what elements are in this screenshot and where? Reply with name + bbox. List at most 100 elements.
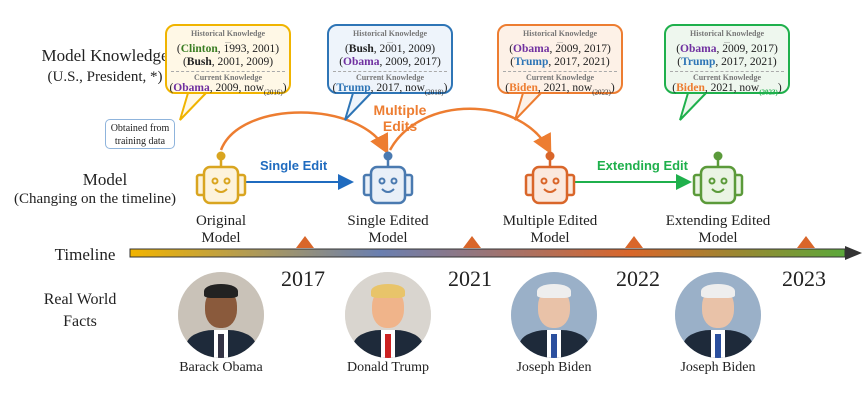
president-name-label: Joseph Biden [516, 360, 592, 375]
term: , 2017, 2021 [548, 56, 606, 68]
ellipsis: ... [225, 36, 231, 45]
model-label-line2: Model [368, 230, 408, 246]
historical-knowledge-heading: Historical Knowledge [690, 29, 764, 38]
robot-icon [524, 151, 576, 205]
historical-knowledge-heading: Historical Knowledge [353, 29, 427, 38]
year-label: 2023 [782, 266, 826, 291]
timeline-bar [129, 248, 846, 258]
president-name: Trump [514, 56, 549, 68]
term: , 2009, now [209, 82, 265, 94]
ellipsis: ... [724, 36, 730, 45]
multiple-edits-label-1: Multiple [373, 102, 427, 118]
knowledge-row: (Clinton, 1993, 2001) [176, 43, 280, 55]
label-timeline: Timeline [54, 245, 116, 264]
president-name-label: Joseph Biden [680, 360, 756, 375]
knowledge-row: (Obama, 2009, 2017) [509, 43, 611, 55]
term: , 2009, 2017 [379, 56, 437, 68]
president-photo [345, 272, 431, 358]
term: , 2009, 2017 [549, 43, 607, 55]
single-edit-label: Single Edit [260, 158, 328, 173]
current-row: (Trump, 2017, now(2018)) [332, 82, 448, 97]
knowledge-bubble: Historical Knowledge...(Obama, 2009, 201… [497, 24, 623, 97]
knowledge-row: (Bush, 2001, 2009) [344, 43, 436, 55]
date-subscript: (2016) [264, 88, 283, 97]
knowledge-row: (Trump, 2017, 2021) [677, 56, 777, 68]
president-name: Obama [173, 82, 210, 94]
model-label-line2: Model [698, 230, 738, 246]
knowledge-bubble: Historical Knowledge...(Clinton, 1993, 2… [165, 24, 291, 96]
president-name: Biden [509, 82, 538, 94]
knowledge-bubble: Historical Knowledge...(Obama, 2009, 201… [664, 24, 790, 96]
ellipsis: ... [557, 36, 563, 45]
timeline-marker-2022 [625, 236, 643, 248]
historical-knowledge-heading: Historical Knowledge [523, 29, 597, 38]
training-data-note: Obtained from training data [105, 119, 175, 149]
term: , 2017, now [370, 82, 425, 94]
president-name-label: Donald Trump [346, 360, 430, 375]
historical-knowledge-heading: Historical Knowledge [191, 29, 265, 38]
knowledge-row: (Obama, 2009, 2017) [676, 43, 778, 55]
label-model: Model [82, 170, 128, 189]
term: , 2001, 2009 [373, 43, 432, 55]
label-real-world: Real World [43, 291, 117, 308]
president-name: Trump [681, 56, 716, 68]
current-row: (Obama, 2009, now(2016)) [169, 82, 287, 97]
term: , 2021, now [537, 82, 593, 94]
president-name: Bush [348, 43, 374, 55]
president-photo [178, 272, 264, 358]
label-facts: Facts [63, 313, 97, 330]
robot-icon [195, 151, 247, 205]
robot-icon [692, 151, 744, 205]
timeline-marker-2021 [463, 236, 481, 248]
president-name: Obama [680, 43, 717, 55]
knowledge-bubble: Historical Knowledge...(Bush, 2001, 2009… [327, 24, 453, 96]
multiple-edits-arrow-2 [388, 107, 552, 155]
robot-icon [362, 151, 414, 205]
knowledge-row: (Obama, 2009, 2017) [339, 56, 441, 68]
year-label: 2017 [281, 266, 325, 291]
extending-edit-label: Extending Edit [597, 158, 688, 173]
president-name: Clinton [180, 43, 218, 55]
president-name: Trump [336, 82, 371, 94]
current-knowledge-heading: Current Knowledge [355, 73, 425, 82]
model-label-line1: Extending Edited [665, 213, 771, 229]
term: , 2017, 2021 [715, 56, 773, 68]
president-name: Bush [186, 56, 212, 68]
knowledge-row: (Bush, 2001, 2009) [182, 56, 274, 68]
model-label-line2: Model [530, 230, 570, 246]
current-knowledge-heading: Current Knowledge [692, 73, 762, 82]
knowledge-row: (Trump, 2017, 2021) [510, 56, 610, 68]
bubble-tail [679, 92, 707, 121]
president-name-label: Barack Obama [179, 360, 263, 375]
president-photo [511, 272, 597, 358]
multiple-edits-label-2: Edits [382, 118, 418, 134]
bubble-tail [344, 92, 372, 121]
bubble-tail [179, 92, 207, 121]
ellipsis: ... [387, 36, 393, 45]
date-subscript: (2022) [592, 88, 611, 97]
president-name: Obama [513, 43, 550, 55]
bubble-tail [514, 92, 542, 121]
president-photo [675, 272, 761, 358]
term: , 2021, now [704, 82, 760, 94]
timeline-arrowhead [845, 246, 862, 260]
current-knowledge-heading: Current Knowledge [525, 73, 595, 82]
timeline-marker-2017 [296, 236, 314, 248]
president-name: Obama [343, 56, 380, 68]
timeline-marker-2023 [797, 236, 815, 248]
model-label-line1: Original [196, 213, 246, 229]
president-name: Biden [676, 82, 705, 94]
current-knowledge-heading: Current Knowledge [193, 73, 263, 82]
term: , 2009, 2017 [716, 43, 774, 55]
label-model-knowledge: Model Knowledge [41, 46, 169, 65]
date-subscript: (2018) [424, 88, 444, 97]
model-label-line1: Multiple Edited [502, 213, 598, 229]
label-model-knowledge-sub: (U.S., President, *) [47, 69, 163, 85]
model-label-line2: Model [201, 230, 241, 246]
label-model-sub: (Changing on the timeline) [13, 191, 177, 207]
